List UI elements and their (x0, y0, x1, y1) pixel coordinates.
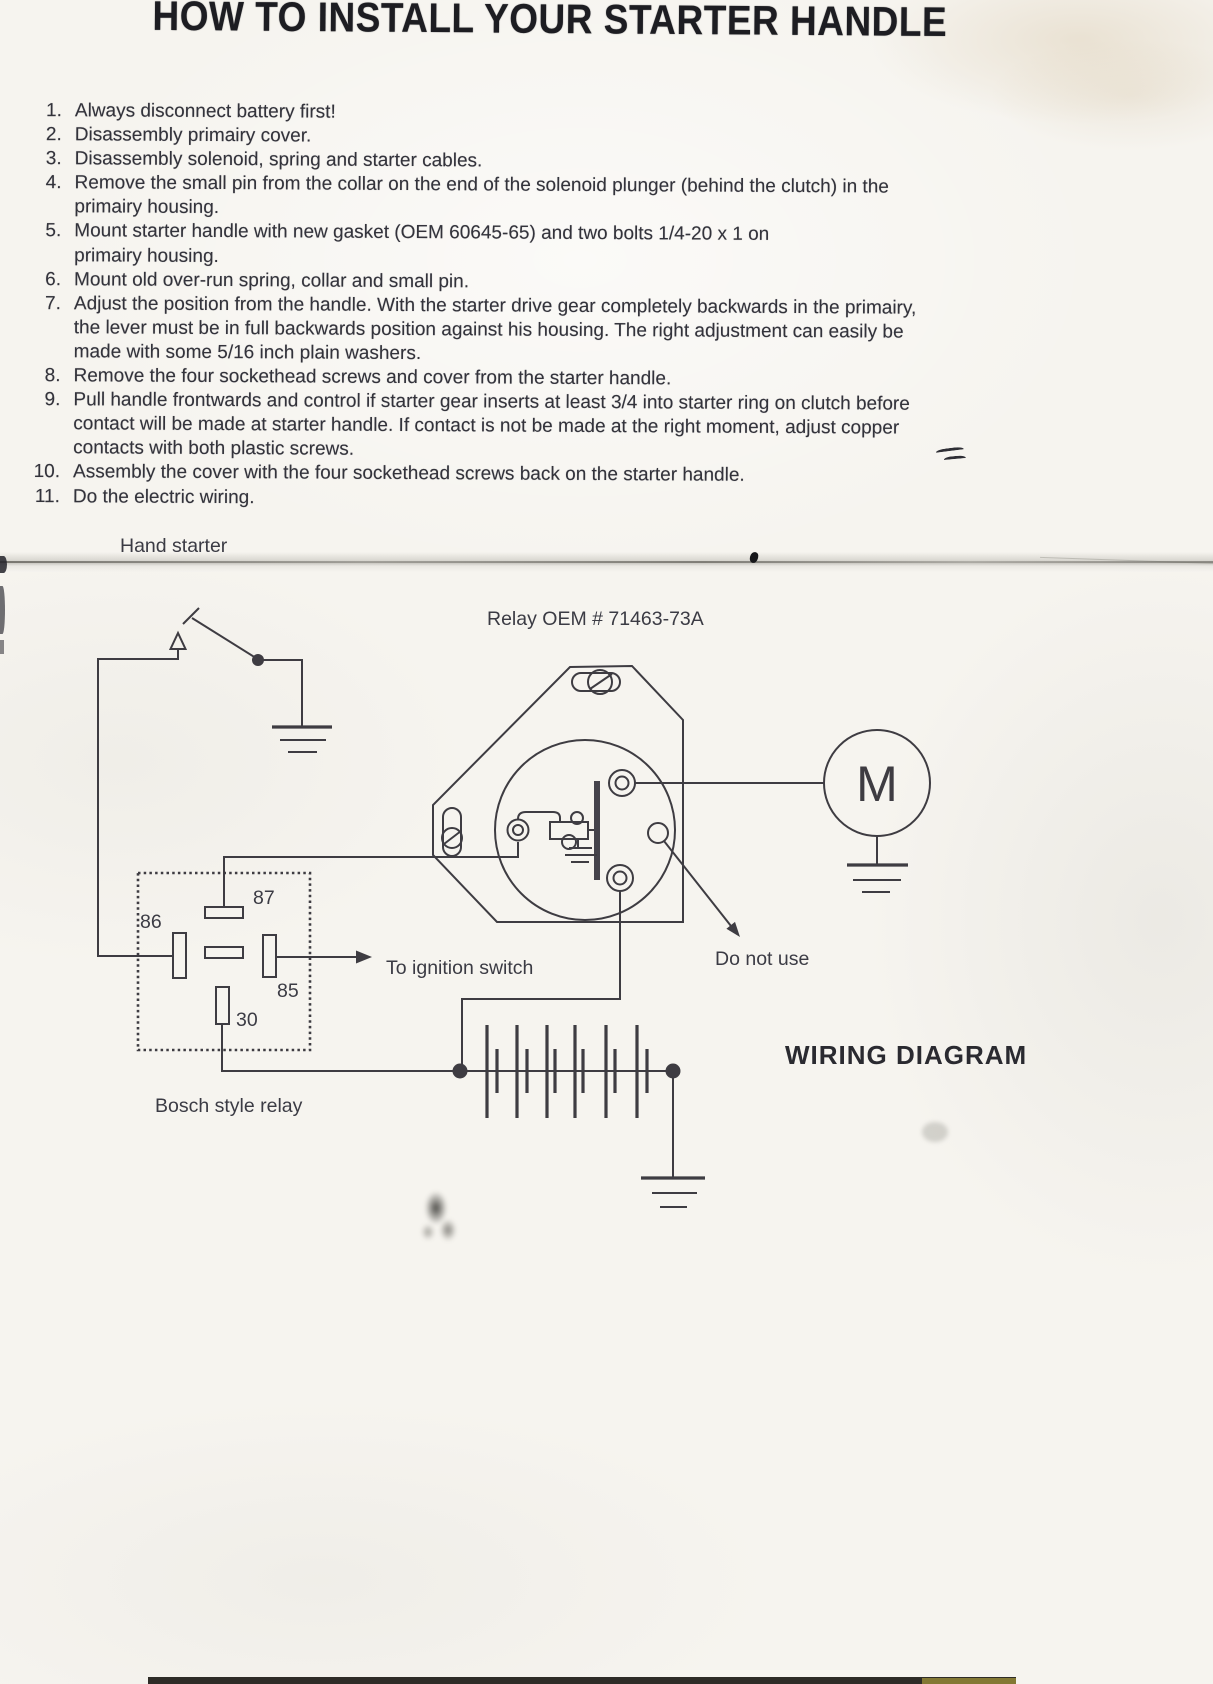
plate-top-slot (571, 672, 621, 692)
label-wiring-diagram: WIRING DIAGRAM (785, 1040, 1027, 1070)
battery-cells (485, 1025, 649, 1118)
step-number: 7. (45, 292, 61, 314)
step-number: 4. (45, 172, 62, 194)
step-number: 3. (45, 148, 62, 170)
ground-symbol-motor (847, 863, 908, 893)
do-not-use-line (663, 840, 732, 927)
scan-bottom-bar-tint (922, 1678, 1016, 1684)
step-number: 6. (45, 268, 62, 290)
relay-coil-bar (204, 946, 244, 959)
step-text: Pull handle frontwards and control if st… (73, 389, 910, 461)
wire-87-to-solenoid (223, 842, 519, 907)
ink-smudge (414, 1178, 466, 1250)
label-hand-starter: Hand starter (120, 535, 228, 557)
step-number: 9. (44, 389, 61, 411)
scan-bottom-bar (148, 1677, 1016, 1684)
label-relay-oem: Relay OEM # 71463-73A (487, 608, 704, 630)
switch-wire-left (97, 649, 179, 957)
instruction-steps-list: 1.Always disconnect battery first! 2.Dis… (22, 99, 1044, 514)
wire-30-to-battery (221, 1024, 454, 1072)
step-number: 5. (45, 220, 62, 242)
step-text: Mount starter handle with new gasket (OE… (74, 220, 770, 267)
step-row: 7. Adjust the position from the handle. W… (23, 292, 1043, 370)
step-number: 1. (46, 100, 62, 122)
inner-contact-assembly (517, 811, 597, 863)
label-pin-87: 87 (253, 887, 275, 909)
plate-top-screw-slot (589, 673, 613, 690)
do-not-use-arrowhead (726, 921, 740, 937)
step-number: 2. (45, 124, 62, 146)
step-number: 11. (34, 485, 60, 507)
label-pin-30: 30 (236, 1009, 258, 1031)
step-text: Remove the small pin from the collar on … (74, 172, 889, 219)
switch-lever (191, 617, 257, 659)
relay-pin-30 (215, 986, 230, 1025)
terminal-lower (606, 864, 634, 892)
switch-lever-handle (182, 607, 200, 625)
label-pin-86: 86 (140, 911, 162, 933)
scan-crease-line (0, 561, 1213, 563)
relay-pin-86 (172, 932, 187, 979)
starter-motor: M (635, 729, 931, 893)
plate-outline (432, 664, 684, 923)
wiring-diagram: M (97, 535, 1027, 1208)
contact-strip (594, 781, 600, 880)
relay-pin-85 (262, 934, 277, 978)
battery-terminal-right (665, 1063, 681, 1079)
scan-edge-mark (0, 640, 4, 654)
step-row: 5. Mount starter handle with new gasket (… (23, 219, 1043, 273)
step-row: 11. Do the electric wiring. (22, 484, 1042, 513)
label-pin-85: 85 (277, 980, 299, 1002)
step-number: 10. (33, 461, 61, 483)
scan-edge-mark (0, 556, 7, 573)
scan-edge-mark (0, 586, 5, 634)
step-row: 4. Remove the small pin from the collar o… (23, 171, 1043, 225)
battery (452, 1025, 705, 1208)
diagram-labels: Hand starter Relay OEM # 71463-73A 87 86… (120, 535, 1027, 1117)
plate-top-screw (587, 669, 613, 695)
hand-starter-switch (97, 607, 332, 957)
switch-wire-ground (258, 659, 303, 726)
terminal-upper (608, 769, 636, 797)
battery-terminal-left (452, 1063, 468, 1079)
switch-arrow (168, 630, 188, 650)
step-number: 8. (44, 365, 61, 387)
solenoid-body-circle (494, 739, 676, 921)
wire-terminal-to-battery (461, 891, 621, 1065)
label-do-not-use: Do not use (715, 948, 809, 970)
step-text: Adjust the position from the handle. Wit… (73, 293, 917, 365)
terminal-coil-left (506, 818, 530, 842)
bosch-relay (136, 842, 519, 1072)
terminal-do-not-use (647, 822, 669, 844)
plate-left-screw-slot (443, 830, 462, 845)
plate-left-screw (441, 827, 463, 849)
step-row: 9. Pull handle frontwards and control if … (22, 388, 1042, 466)
solenoid-plate (432, 664, 740, 1065)
label-to-ignition-switch: To ignition switch (386, 957, 533, 979)
ground-symbol-battery (641, 1176, 705, 1208)
motor-label: M (856, 756, 898, 812)
stain-spot (922, 1122, 948, 1142)
relay-pin-87 (204, 906, 244, 919)
ground-symbol-switch (272, 725, 332, 753)
page-title: HOW TO INSTALL YOUR STARTER HANDLE (152, 0, 948, 46)
ignition-arrowhead (356, 950, 372, 964)
step-text: Do the electric wiring. (72, 485, 255, 508)
label-bosch-style-relay: Bosch style relay (155, 1095, 303, 1117)
